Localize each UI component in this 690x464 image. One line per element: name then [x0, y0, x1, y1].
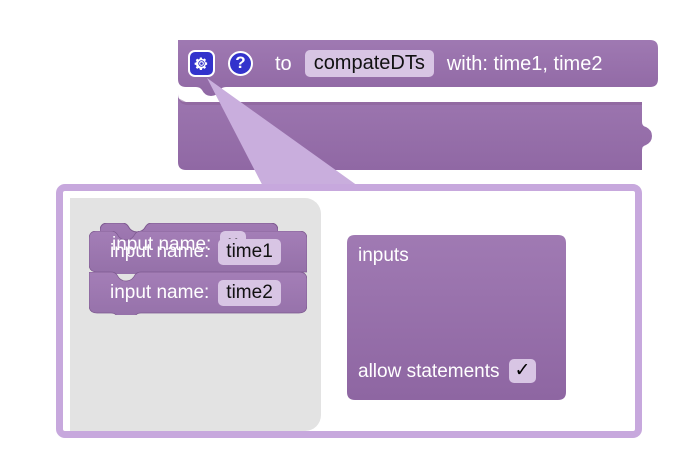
procedure-name-field[interactable]: compateDTs	[304, 50, 434, 77]
with-params-label: with: time1, time2	[446, 52, 603, 75]
allow-statements-row: allow statements ✓	[358, 359, 537, 383]
input-name-label: input name:	[110, 241, 210, 262]
inputs-container-block[interactable]: inputs allow statements ✓	[347, 235, 566, 400]
procedure-header-row: ? to compateDTs with: time1, time2	[178, 40, 602, 87]
help-icon-label: ?	[235, 53, 246, 72]
allow-statements-checkbox[interactable]: ✓	[508, 359, 537, 383]
inputs-container-shape	[347, 235, 566, 400]
help-icon[interactable]: ?	[228, 51, 253, 76]
input-name-value[interactable]: time2	[218, 279, 281, 306]
to-label: to	[275, 52, 292, 75]
input-block-row: input name: time1	[110, 231, 281, 272]
mutator-input-block-time2[interactable]: input name: time2	[89, 272, 307, 315]
gear-glyph	[194, 57, 208, 70]
input-block-row: input name: time2	[110, 272, 281, 313]
inputs-title-label: inputs	[358, 245, 409, 266]
allow-statements-label: allow statements	[358, 360, 500, 382]
mutator-panel[interactable]: input name: x inputs allow statements	[56, 184, 642, 438]
procedure-definition-block[interactable]: ? to compateDTs with: time1, time2 retur…	[178, 40, 660, 196]
gear-icon[interactable]	[188, 50, 215, 77]
mutator-input-block-time1[interactable]: input name: time1	[89, 231, 307, 274]
input-name-label: input name:	[112, 233, 212, 255]
input-name-value[interactable]: time1	[218, 238, 281, 265]
input-name-label: input name:	[110, 282, 210, 303]
